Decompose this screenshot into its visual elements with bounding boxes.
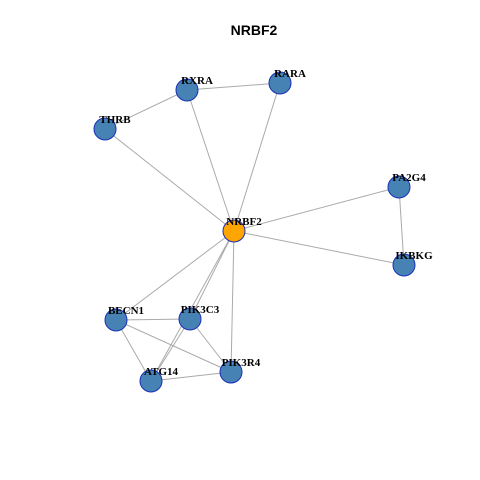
node-pa2g4[interactable] xyxy=(387,175,411,199)
edge-pa2g4-ikbkg xyxy=(398,186,405,266)
node-atg14[interactable] xyxy=(139,369,163,393)
nodes-layer xyxy=(93,71,416,393)
node-pik3c3[interactable] xyxy=(178,307,202,331)
edge-nrbf2-pa2g4 xyxy=(233,186,400,232)
node-nrbf2[interactable] xyxy=(222,219,246,243)
edge-nrbf2-thrb xyxy=(104,128,235,232)
edges-layer xyxy=(104,82,405,382)
node-label-nrbf2: NRBF2 xyxy=(226,216,262,228)
node-label-pik3c3: PIK3C3 xyxy=(181,304,220,316)
edge-nrbf2-pik3r4 xyxy=(230,230,235,373)
edge-nrbf2-ikbkg xyxy=(233,230,405,266)
node-thrb[interactable] xyxy=(93,117,117,141)
node-label-ikbkg: IKBKG xyxy=(395,250,433,262)
node-label-thrb: THRB xyxy=(99,114,131,126)
edge-rxra-rara xyxy=(186,82,281,91)
edge-nrbf2-rxra xyxy=(186,89,235,232)
node-label-atg14: ATG14 xyxy=(144,366,179,378)
edge-becn1-atg14 xyxy=(115,319,152,382)
edge-nrbf2-rara xyxy=(233,82,281,232)
edge-nrbf2-atg14 xyxy=(150,230,235,382)
edge-nrbf2-becn1 xyxy=(115,230,235,321)
edge-pik3c3-atg14 xyxy=(150,318,191,382)
edge-atg14-pik3r4 xyxy=(150,371,232,382)
node-ikbkg[interactable] xyxy=(392,253,416,277)
node-label-pa2g4: PA2G4 xyxy=(392,172,426,184)
edge-nrbf2-pik3c3 xyxy=(189,230,235,320)
node-pik3r4[interactable] xyxy=(219,360,243,384)
graph-title: NRBF2 xyxy=(231,22,278,38)
node-label-rara: RARA xyxy=(274,68,306,80)
node-label-pik3r4: PIK3R4 xyxy=(222,357,261,369)
node-label-becn1: BECN1 xyxy=(108,305,144,317)
node-label-rxra: RXRA xyxy=(181,75,213,87)
edge-rxra-thrb xyxy=(104,89,188,130)
edge-becn1-pik3c3 xyxy=(115,318,191,321)
node-rara[interactable] xyxy=(268,71,292,95)
node-rxra[interactable] xyxy=(175,78,199,102)
node-becn1[interactable] xyxy=(104,308,128,332)
